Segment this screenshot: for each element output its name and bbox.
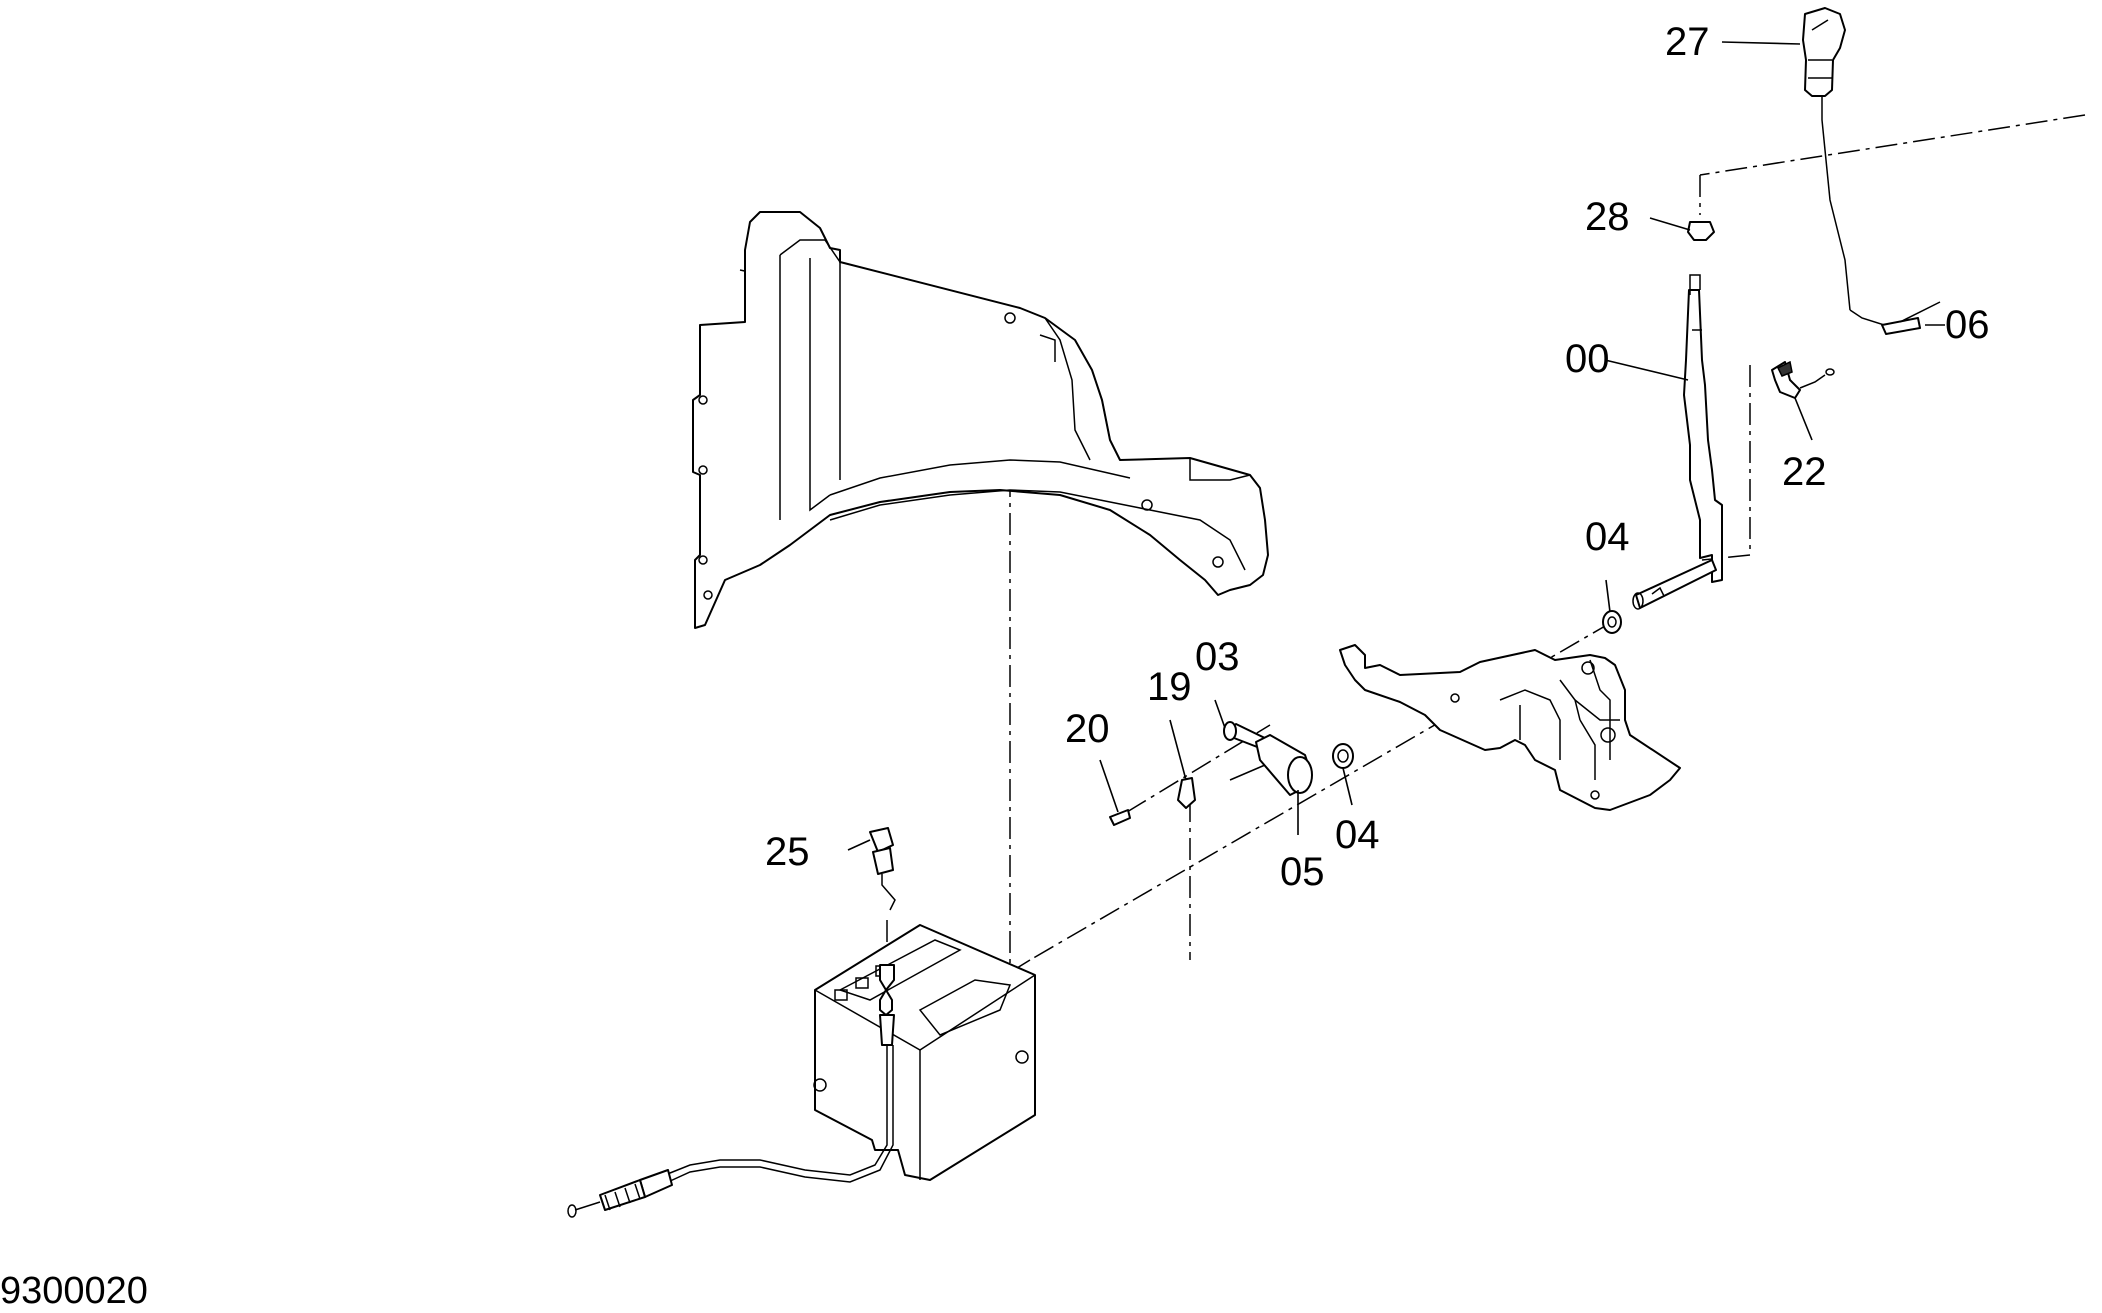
callout-22: 22 bbox=[1782, 450, 1827, 494]
callout-labels: 27 28 06 00 22 04 03 19 20 25 05 04 bbox=[765, 20, 1990, 894]
callout-27: 27 bbox=[1665, 20, 1710, 64]
drawing-code: 9300020 bbox=[0, 1270, 148, 1312]
linkage-parts bbox=[1109, 721, 1354, 826]
part-22-clip bbox=[1771, 360, 1835, 399]
callout-03: 03 bbox=[1195, 635, 1240, 679]
washer-04-upper bbox=[1602, 610, 1622, 634]
callout-00: 00 bbox=[1565, 337, 1610, 381]
part-06-connector bbox=[1881, 301, 1941, 335]
callout-19: 19 bbox=[1147, 665, 1192, 709]
lever-knob bbox=[1802, 7, 1901, 331]
control-box-housing bbox=[813, 924, 1036, 1181]
fender-cover-panel bbox=[692, 211, 1269, 629]
control-cable bbox=[567, 964, 895, 1218]
shift-lever-assembly bbox=[1632, 274, 1723, 610]
callout-25: 25 bbox=[765, 830, 810, 874]
callout-20: 20 bbox=[1065, 707, 1110, 751]
callout-05: 05 bbox=[1280, 850, 1325, 894]
callout-leader-lines bbox=[847, 41, 1945, 851]
part-25-switch bbox=[869, 827, 896, 911]
part-28-nut bbox=[1687, 221, 1715, 241]
callout-28: 28 bbox=[1585, 195, 1630, 239]
callout-04-upper: 04 bbox=[1585, 515, 1630, 559]
callout-04-lower: 04 bbox=[1335, 813, 1380, 857]
callout-06: 06 bbox=[1945, 303, 1990, 347]
mounting-bracket-plate bbox=[1339, 644, 1681, 811]
